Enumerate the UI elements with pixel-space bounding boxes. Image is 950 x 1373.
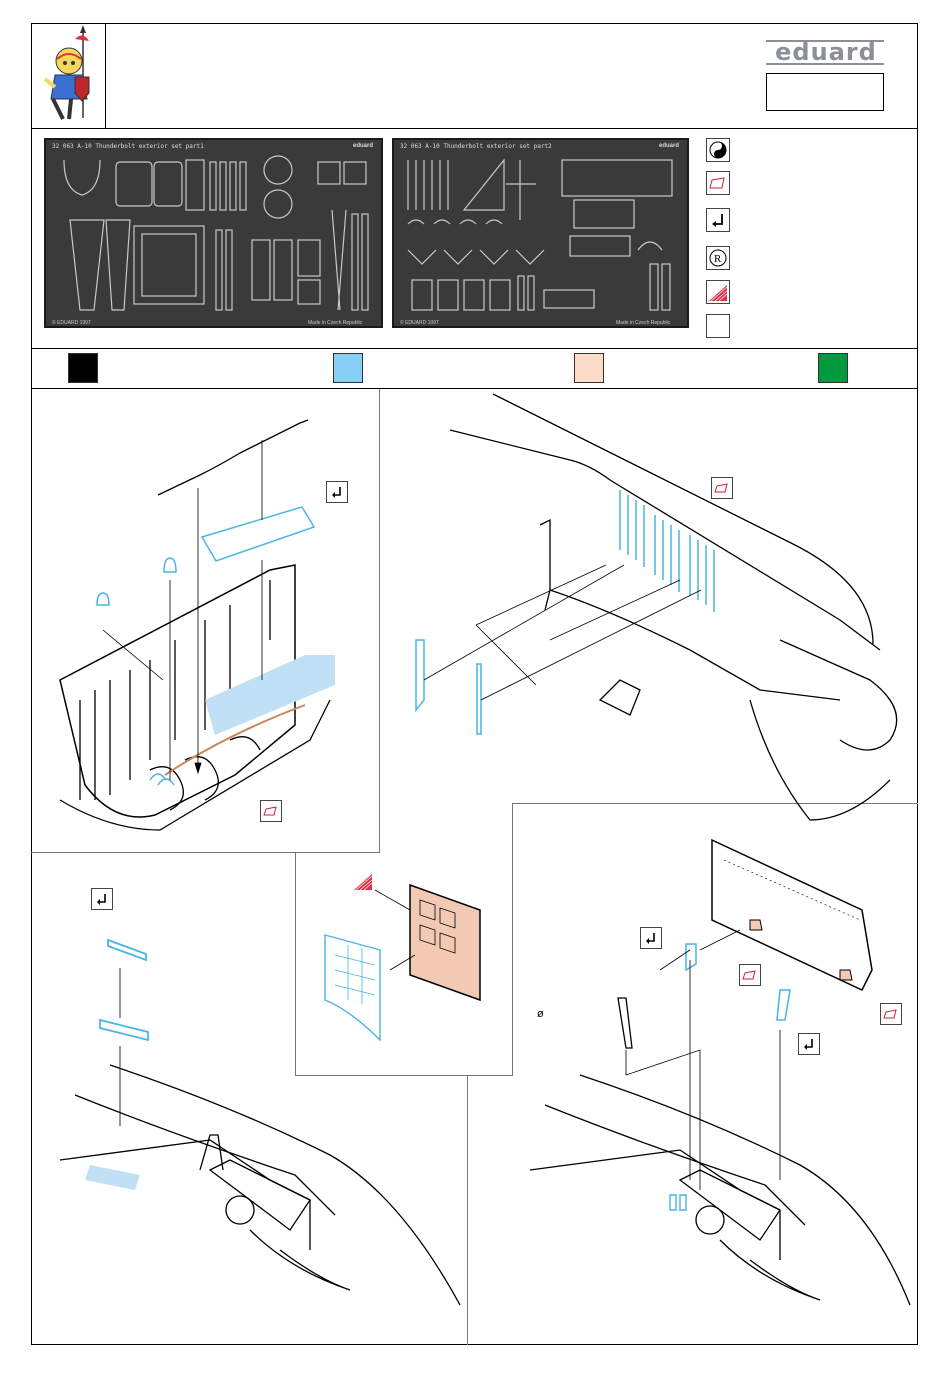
step1-highlight — [205, 655, 335, 735]
step1-drawing — [60, 420, 330, 830]
step2-drawing — [450, 394, 897, 820]
step2-blue-parts — [416, 490, 714, 734]
step4-drawing — [60, 940, 460, 1305]
step5-drawing — [530, 840, 910, 1305]
step3-drawing — [325, 885, 480, 1040]
